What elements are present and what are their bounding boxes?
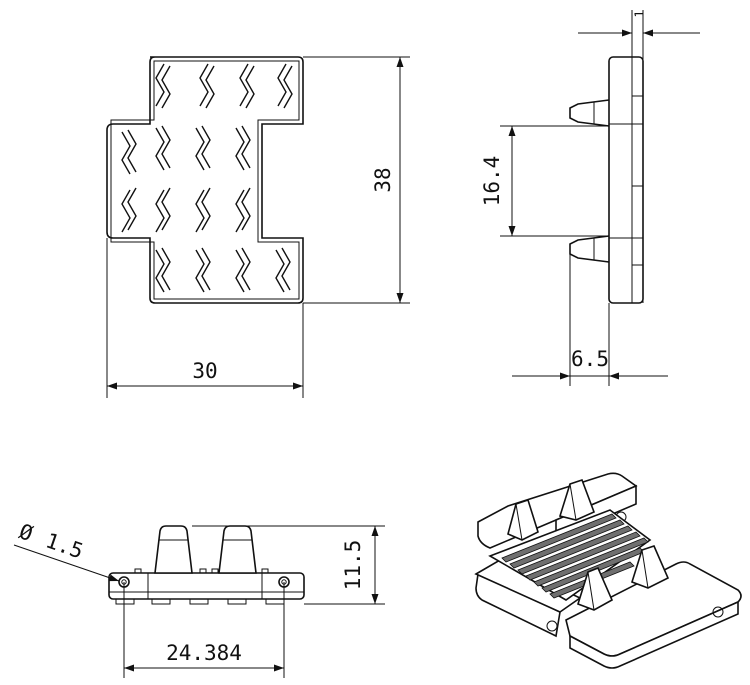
- side-view-plate: [608, 56, 644, 304]
- isometric-view: [474, 472, 742, 669]
- top-view-outline: [106, 56, 304, 304]
- dim-label-1-5: 1.5: [43, 528, 87, 563]
- front-view: 11.5 24.384 Ø 1.5: [13, 519, 385, 678]
- dim-label-16-4: 16.4: [480, 156, 504, 207]
- diameter-symbol: Ø: [16, 519, 36, 546]
- top-view-ribs: [121, 63, 293, 293]
- front-view-plate: [108, 572, 305, 600]
- side-view-tooth-bottom: [569, 235, 610, 263]
- dim-label-24-384: 24.384: [166, 641, 242, 665]
- iso-tooth-3: [577, 566, 614, 611]
- dim-label-30: 30: [192, 359, 217, 383]
- side-view-tooth-top: [569, 99, 610, 127]
- dim-label-11-5: 11.5: [341, 540, 365, 591]
- dim-leader-diameter: [13, 544, 120, 582]
- dim-label-6-5: 6.5: [571, 347, 609, 371]
- front-view-notches: [134, 568, 269, 574]
- top-view-inner-outline: [110, 60, 300, 300]
- top-view: 38 30: [106, 56, 410, 398]
- front-view-tooth-left: [154, 525, 193, 574]
- dim-label-1: 1: [633, 10, 647, 17]
- iso-tooth-1: [507, 498, 539, 541]
- dim-label-38: 38: [371, 167, 395, 192]
- side-view: 16.4 6.5 1: [480, 10, 700, 386]
- iso-left-plate: [475, 572, 561, 638]
- iso-tooth-4: [631, 545, 670, 589]
- front-view-tooth-right: [218, 525, 257, 574]
- iso-tooth-2: [558, 478, 596, 521]
